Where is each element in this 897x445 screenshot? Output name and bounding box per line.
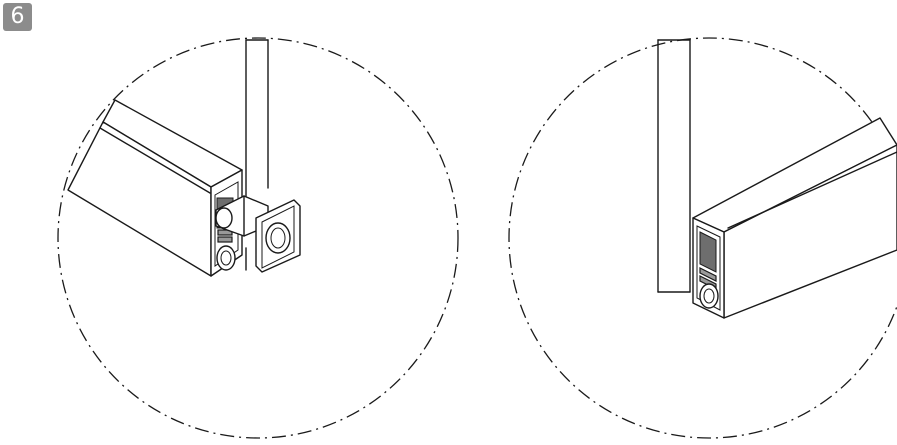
left-detail <box>57 37 459 439</box>
left-seal-profile <box>67 99 243 277</box>
right-seal-profile <box>692 117 897 319</box>
left-mounting-bracket <box>255 199 301 273</box>
right-door-frame <box>657 39 691 293</box>
right-detail <box>508 37 897 439</box>
left-release-pin <box>215 195 269 237</box>
left-door-frame <box>245 39 269 271</box>
left-detail-circle <box>57 37 459 439</box>
step-number-badge: 6 <box>3 3 32 31</box>
right-detail-circle <box>508 37 897 439</box>
